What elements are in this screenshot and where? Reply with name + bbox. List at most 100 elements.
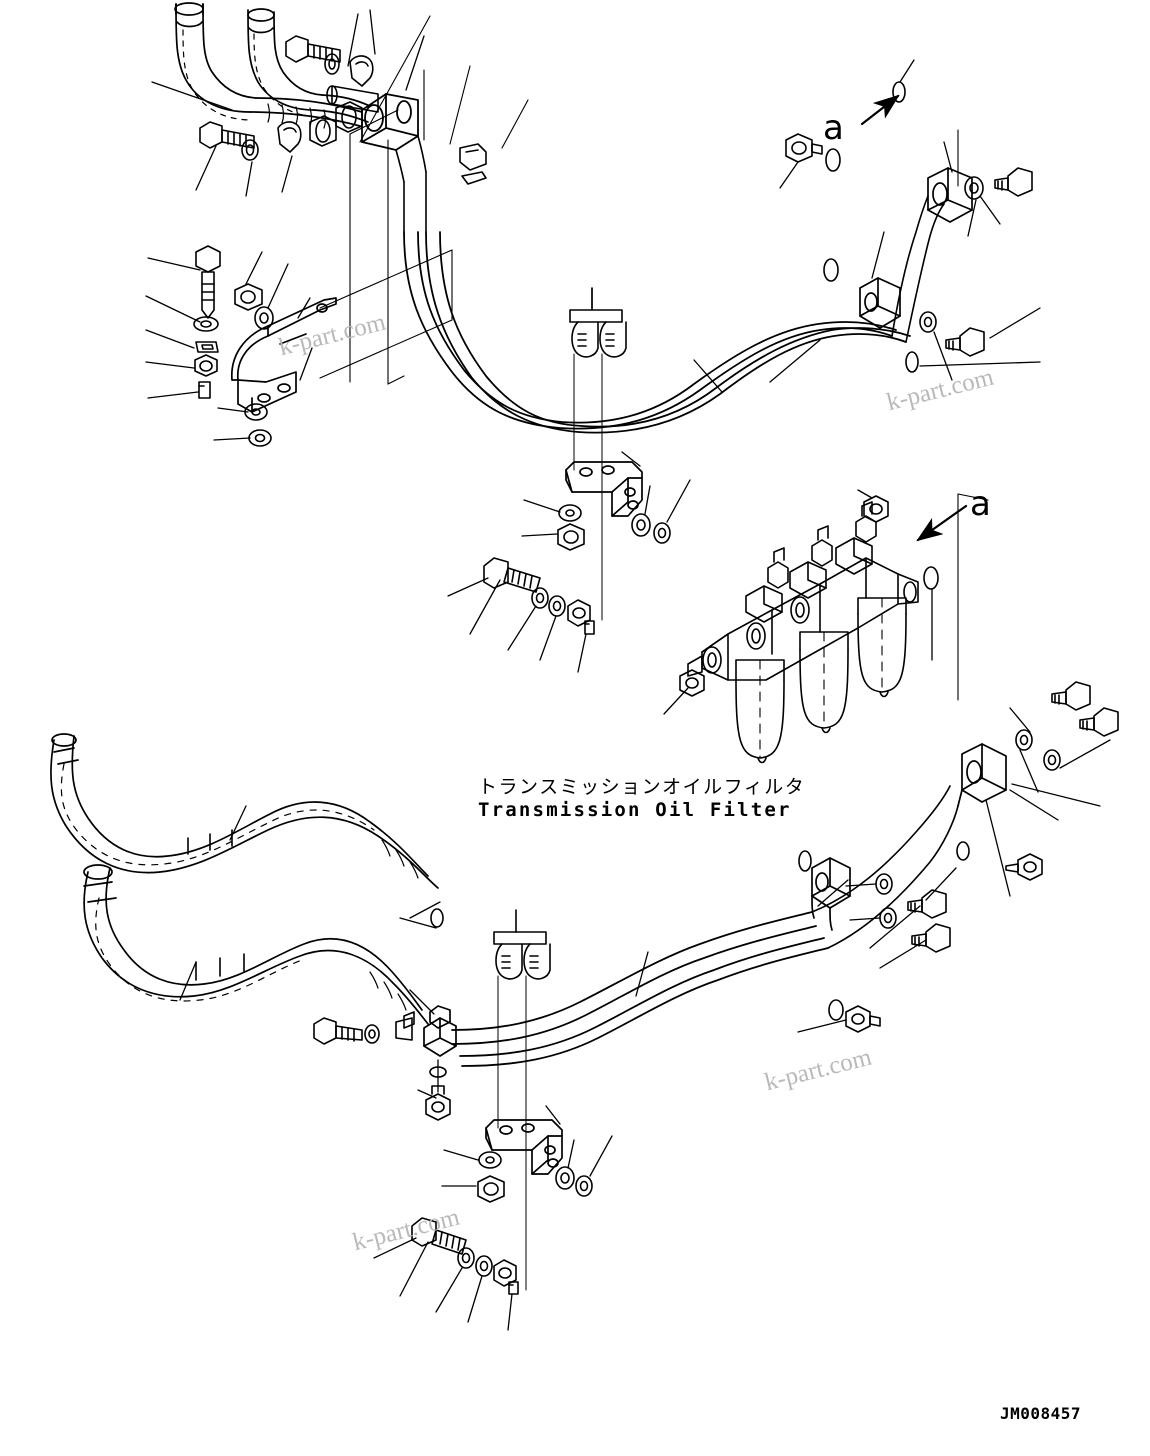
pipe-clamp-small bbox=[459, 143, 487, 185]
bracket-washer-1 bbox=[193, 316, 219, 332]
washer-upper-right-2 bbox=[919, 311, 937, 333]
bracket-washer-lower-b bbox=[555, 1166, 575, 1190]
lower-hose-sleeve-1 bbox=[187, 829, 233, 855]
bolt-lower-right-2 bbox=[1079, 707, 1119, 737]
bolt-mid-left bbox=[483, 557, 541, 593]
o-ring-upper-4 bbox=[905, 351, 919, 373]
bracket-washer-5 bbox=[248, 429, 272, 447]
lower-hose-upper bbox=[50, 733, 439, 889]
bracket-washer-2 bbox=[195, 341, 219, 353]
transmission-oil-filter bbox=[687, 501, 919, 764]
bolt-upper-right-2 bbox=[945, 327, 985, 357]
washer-lower-mid-2 bbox=[879, 907, 897, 929]
manifold-elbow bbox=[395, 135, 427, 233]
manifold-block bbox=[361, 93, 419, 151]
lower-hose-upper-dash bbox=[60, 763, 375, 866]
leader-lines-upper-left bbox=[151, 9, 425, 197]
leader-lines-mid-left bbox=[447, 577, 587, 673]
spacer-mid-left bbox=[584, 620, 595, 635]
support-bracket-lower bbox=[485, 1119, 563, 1175]
washer-upper-right-1 bbox=[964, 176, 984, 200]
bolt-lower-mid-2 bbox=[911, 923, 951, 953]
hose-flange-b bbox=[309, 115, 337, 147]
o-ring-upper-1 bbox=[825, 148, 841, 172]
hex-nut-lower-right bbox=[1005, 853, 1043, 881]
bolt-upper-1 bbox=[285, 35, 341, 63]
washer-lower-mid-1 bbox=[875, 873, 893, 895]
caption-english: Transmission Oil Filter bbox=[478, 799, 792, 821]
u-bolt-clamp-lower bbox=[493, 909, 551, 980]
upper-tube-run bbox=[403, 231, 911, 434]
upper-hose-1 bbox=[174, 2, 257, 113]
lower-hose-sleeve-2 bbox=[195, 953, 245, 981]
bolt-lower-1 bbox=[199, 121, 255, 149]
leader-lines-lower-center bbox=[399, 917, 439, 1099]
washer-lower-1 bbox=[241, 139, 259, 161]
u-bolt-clamp-upper bbox=[569, 287, 627, 358]
hose-flange-a bbox=[335, 101, 363, 133]
mounting-bracket-upper bbox=[231, 297, 337, 413]
bracket-nut-lower-a bbox=[477, 1175, 505, 1203]
washer-bottom-1 bbox=[457, 1247, 475, 1269]
lower-pin-bolt bbox=[313, 1017, 363, 1045]
bolt-lower-right-1 bbox=[1051, 681, 1091, 711]
lower-tube-run bbox=[451, 911, 829, 1067]
hose-end-sleeve-1 bbox=[326, 85, 379, 113]
bracket-washer-upper-b bbox=[631, 513, 651, 537]
nut-mid-left bbox=[567, 599, 591, 627]
union-nut-upper-left bbox=[785, 133, 823, 163]
washer-lower-right-1 bbox=[1015, 729, 1033, 751]
bracket-bolt-long bbox=[195, 245, 221, 319]
leader-lines-lower-hoses bbox=[179, 805, 441, 1001]
clamp-alignment-lines-upper bbox=[573, 353, 603, 621]
upper-tube-end-block bbox=[927, 167, 973, 223]
leader-lines-lower-right bbox=[635, 707, 1111, 1033]
bracket-spacer bbox=[198, 381, 211, 399]
bracket-washer-upper-a bbox=[558, 504, 582, 522]
spacer-bottom bbox=[508, 1281, 519, 1295]
bracket-washer-lower-c bbox=[575, 1175, 593, 1197]
washer-bottom-2 bbox=[475, 1255, 493, 1277]
washer-upper-1 bbox=[324, 53, 340, 75]
leader-lines-bottom bbox=[373, 1237, 513, 1331]
split-flange-clamp-upper bbox=[349, 55, 374, 87]
o-ring-upper-2 bbox=[823, 258, 839, 282]
hex-nut-lower-center bbox=[845, 1005, 881, 1033]
lower-tube-to-right-block bbox=[811, 785, 959, 949]
filter-hex-plug bbox=[679, 669, 705, 697]
caption-japanese: トランスミッションオイルフィルタ bbox=[478, 776, 806, 798]
o-ring-lower-right2 bbox=[828, 999, 844, 1021]
filter-nut-upper bbox=[863, 495, 889, 523]
lower-union-block bbox=[423, 1005, 457, 1057]
lower-washer-pin bbox=[364, 1024, 380, 1044]
callout-arrow-lower bbox=[916, 504, 968, 542]
o-ring-lower-right3 bbox=[956, 841, 970, 861]
o-ring-filter bbox=[923, 566, 939, 590]
washer-lower-right-2 bbox=[1043, 749, 1061, 771]
drawing-number: JM008457 bbox=[1000, 1404, 1082, 1423]
o-ring-lower-block bbox=[798, 850, 812, 872]
leader-lines-bracket-upper bbox=[145, 251, 313, 441]
callout-arrow-upper bbox=[860, 94, 900, 126]
bolt-bottom bbox=[411, 1217, 467, 1255]
lower-hose-lower bbox=[83, 864, 429, 1025]
lower-fitting-stub bbox=[395, 1011, 415, 1041]
bracket-washer-3 bbox=[254, 306, 274, 330]
upper-hose-2 bbox=[247, 8, 323, 111]
bolt-upper-right-1 bbox=[994, 167, 1033, 197]
callout-label-a-upper: a bbox=[823, 108, 844, 148]
lower-tube-right-block bbox=[957, 743, 1007, 807]
leader-lines-lower-mid bbox=[817, 879, 927, 969]
lower-tube-block bbox=[811, 857, 851, 931]
bolt-lower-mid-1 bbox=[907, 889, 947, 919]
callout-label-a-lower: a bbox=[970, 484, 991, 524]
panel-edge-lines bbox=[319, 15, 989, 701]
leader-lines-filter bbox=[663, 489, 933, 715]
bracket-washer-lower-a bbox=[478, 1151, 502, 1169]
leader-lines-bracket-upper-b bbox=[521, 451, 691, 537]
support-bracket-upper bbox=[565, 461, 643, 517]
washer-mid-left-1 bbox=[531, 587, 549, 609]
filter-centerlines bbox=[759, 597, 883, 759]
